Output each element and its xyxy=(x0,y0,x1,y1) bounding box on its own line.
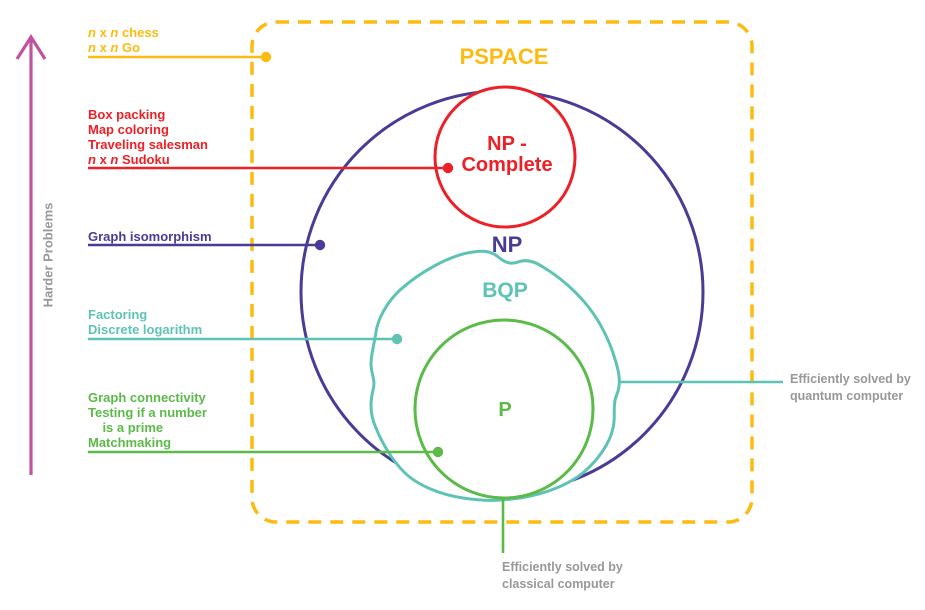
harder-problems-label: Harder Problems xyxy=(40,202,56,308)
np-complete-circle xyxy=(433,85,577,229)
pspace-connector-dot xyxy=(260,51,272,63)
bqp-connector-dot xyxy=(391,333,403,345)
bqp-connector xyxy=(88,333,403,345)
np-connector xyxy=(88,239,326,251)
p-connector xyxy=(88,446,444,458)
bqp-blob xyxy=(369,249,621,502)
harder-problems-arrow xyxy=(15,34,47,475)
np-label: NP xyxy=(491,232,523,257)
np-complete-connector xyxy=(88,162,454,174)
p-connector-dot xyxy=(432,446,444,458)
np-complete-connector-dot xyxy=(442,162,454,174)
np-connector-dot xyxy=(314,239,326,251)
bqp-label: BQP xyxy=(482,279,528,302)
pspace-boundary xyxy=(250,20,754,524)
np-problem-list: Graph isomorphism xyxy=(88,229,212,244)
np-complete-label: NP -Complete xyxy=(461,133,553,176)
pspace-connector xyxy=(88,51,272,63)
p-label: P xyxy=(498,399,512,421)
pspace-label: PSPACE xyxy=(459,44,549,69)
arrow-head-icon xyxy=(15,34,47,60)
